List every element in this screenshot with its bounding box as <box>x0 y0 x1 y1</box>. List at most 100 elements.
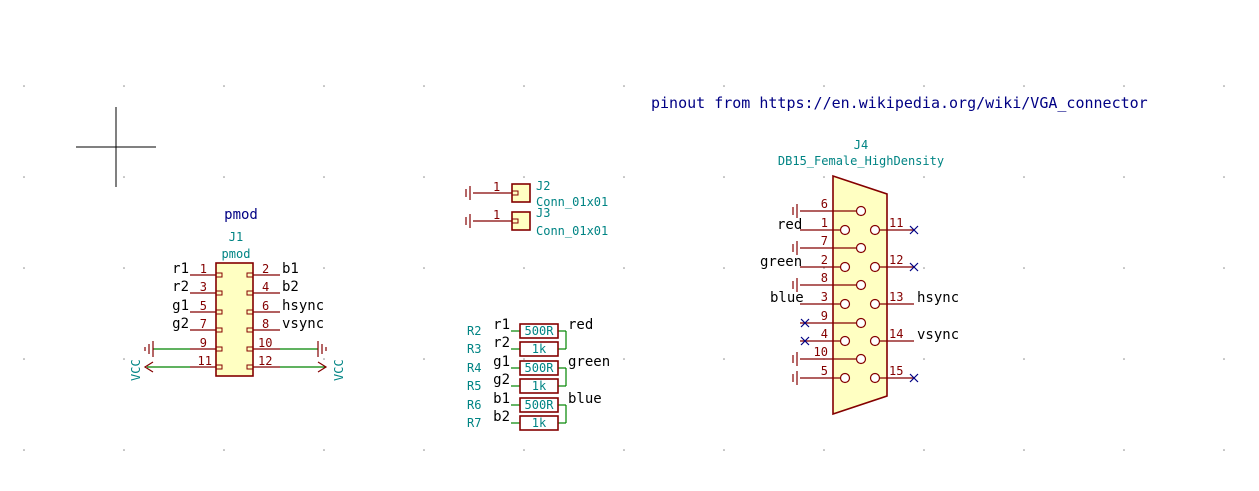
j1-pin-5: 5 <box>200 299 207 313</box>
r6-ref: R6 <box>467 398 481 412</box>
vcc-label-left: VCC <box>129 359 143 381</box>
j4-pin-11: 11 <box>889 216 903 230</box>
blue-net-label: blue <box>568 391 602 407</box>
j4-contact-15 <box>869 372 881 384</box>
j4-contact-10 <box>855 353 867 365</box>
j3-body <box>511 211 531 231</box>
j4-net-green: green <box>760 254 802 270</box>
j4-contact-11 <box>869 224 881 236</box>
j4-pin-6: 6 <box>821 197 828 211</box>
j1-net-b1: b1 <box>282 261 299 277</box>
j2-body <box>511 183 531 203</box>
r5-body[interactable] <box>519 378 559 394</box>
r5-value: 1k <box>532 379 547 393</box>
j4-pin-7: 7 <box>821 234 828 248</box>
j2-value: Conn_01x01 <box>536 195 608 209</box>
vcc-label-right: VCC <box>332 359 346 381</box>
r3-body[interactable] <box>519 341 559 357</box>
r2-ref: R2 <box>467 324 481 338</box>
pinout-note: pinout from https://en.wikipedia.org/wik… <box>651 94 1148 112</box>
vcc-symbol-right-icon: VCC <box>280 359 346 381</box>
j4-pin-4: 4 <box>821 327 828 341</box>
green-net-label: green <box>568 354 610 370</box>
j1-pin-9: 9 <box>200 336 207 350</box>
j4-value: DB15_Female_HighDensity <box>778 154 944 168</box>
resistor-ladder: 500R 1k 500R 1k 500R 1k R2 R3 R4 R5 R6 R… <box>467 317 610 431</box>
j4-contact-7 <box>855 242 867 254</box>
j1-net-b2: b2 <box>282 279 299 295</box>
j1-value: pmod <box>222 247 251 261</box>
j1-pin-7: 7 <box>200 317 207 331</box>
j4-net-hsync: hsync <box>917 290 959 306</box>
r4-body[interactable] <box>519 360 559 376</box>
crosshair-cursor-icon <box>76 107 156 187</box>
j4-contact-13 <box>869 298 881 310</box>
pmod-connector-j1[interactable]: pmod J1 pmod 1 3 5 7 9 11 2 4 6 <box>129 207 346 381</box>
j4-pin-10: 10 <box>814 345 828 359</box>
j2-ref: J2 <box>536 179 550 193</box>
j1-net-r1: r1 <box>172 261 189 277</box>
j4-contact-6 <box>855 205 867 217</box>
r3-net: r2 <box>493 335 510 351</box>
r2-body[interactable] <box>519 323 559 339</box>
j4-pin-13: 13 <box>889 290 903 304</box>
j1-pin-10: 10 <box>258 336 272 350</box>
r6-net: b1 <box>493 391 510 407</box>
gnd-symbol-left-icon <box>144 341 190 357</box>
j1-pin-6: 6 <box>262 299 269 313</box>
j1-net-r2: r2 <box>172 279 189 295</box>
j1-pin-3: 3 <box>200 280 207 294</box>
r7-body[interactable] <box>519 415 559 431</box>
r7-value: 1k <box>532 416 547 430</box>
gnd-symbol-right-icon <box>280 341 327 357</box>
r7-net: b2 <box>493 409 510 425</box>
r7-ref: R7 <box>467 416 481 430</box>
red-net-label: red <box>568 317 593 333</box>
j4-pin-5: 5 <box>821 364 828 378</box>
r4-ref: R4 <box>467 361 481 375</box>
j3-value: Conn_01x01 <box>536 224 608 238</box>
j1-pin-12: 12 <box>258 354 272 368</box>
j4-pin-15: 15 <box>889 364 903 378</box>
j4-pin-12: 12 <box>889 253 903 267</box>
r3-ref: R3 <box>467 342 481 356</box>
j4-net-red: red <box>777 217 802 233</box>
j1-body <box>215 262 254 377</box>
j1-net-vsync: vsync <box>282 316 324 332</box>
r6-body[interactable] <box>519 397 559 413</box>
j4-contact-4 <box>839 335 851 347</box>
j4-net-vsync: vsync <box>917 327 959 343</box>
r5-ref: R5 <box>467 379 481 393</box>
j4-pin-2: 2 <box>821 253 828 267</box>
j1-ref: J1 <box>229 230 243 244</box>
j4-contact-9 <box>855 317 867 329</box>
conn-j2[interactable]: 1 J2 Conn_01x01 <box>465 179 608 209</box>
r3-value: 1k <box>532 342 547 356</box>
j1-pin-2: 2 <box>262 262 269 276</box>
j4-contact-3 <box>839 298 851 310</box>
j1-hier-label: pmod <box>224 207 258 223</box>
j4-pin-1: 1 <box>821 216 828 230</box>
j1-pin-8: 8 <box>262 317 269 331</box>
j4-contact-1 <box>839 224 851 236</box>
j1-pin-1: 1 <box>200 262 207 276</box>
conn-j3[interactable]: 1 J3 Conn_01x01 <box>465 206 608 238</box>
vcc-symbol-left-icon: VCC <box>129 359 190 381</box>
j1-net-hsync: hsync <box>282 298 324 314</box>
j4-ref: J4 <box>854 138 868 152</box>
r2-value: 500R <box>525 324 555 338</box>
j1-pin-11: 11 <box>198 354 212 368</box>
j4-contact-5 <box>839 372 851 384</box>
r4-value: 500R <box>525 361 555 375</box>
j3-ref: J3 <box>536 206 550 220</box>
j4-pin-14: 14 <box>889 327 903 341</box>
j4-pin-9: 9 <box>821 309 828 323</box>
j4-contact-12 <box>869 261 881 273</box>
j4-contact-14 <box>869 335 881 347</box>
j4-net-blue: blue <box>770 290 804 306</box>
j1-net-g1: g1 <box>172 298 189 314</box>
db15-connector-j4[interactable]: J4 DB15_Female_HighDensity 6172839410511… <box>760 138 959 416</box>
r2-net: r1 <box>493 317 510 333</box>
